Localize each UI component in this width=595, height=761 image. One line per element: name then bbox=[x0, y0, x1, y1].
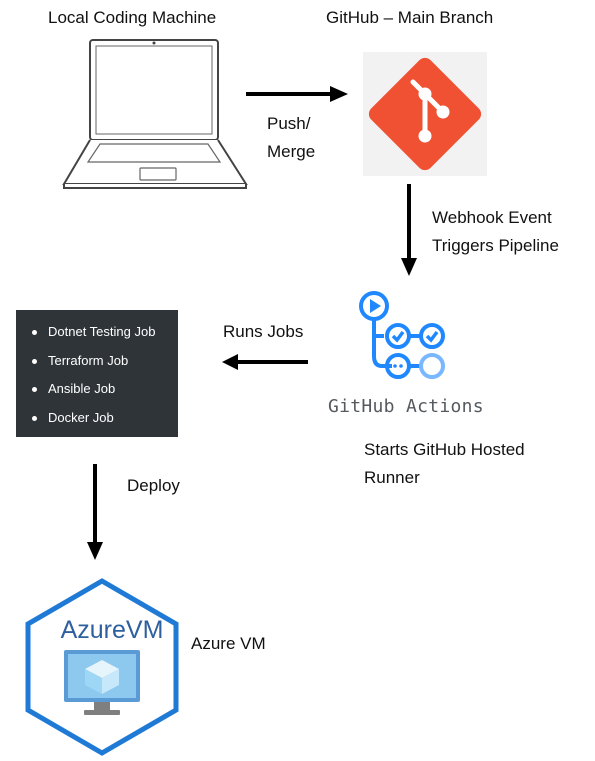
azure-vm-logo-text: AzureVM bbox=[60, 616, 164, 644]
webhook-label-line2: Triggers Pipeline bbox=[432, 236, 559, 255]
jobs-panel: Dotnet Testing Job Terraform Job Ansible… bbox=[16, 310, 178, 437]
job-item-dotnet: Dotnet Testing Job bbox=[16, 318, 178, 347]
job-item-docker: Docker Job bbox=[16, 404, 178, 433]
azure-vm-label: Azure VM bbox=[191, 634, 266, 653]
merge-label: Merge bbox=[267, 142, 316, 161]
local-machine-label: Local Coding Machine bbox=[48, 8, 217, 27]
deploy-arrow bbox=[87, 464, 103, 560]
job-item-ansible: Ansible Job bbox=[16, 375, 178, 404]
webhook-label-line1: Webhook Event bbox=[432, 208, 552, 227]
job-item-terraform: Terraform Job bbox=[16, 347, 178, 376]
runs-jobs-arrow bbox=[222, 354, 308, 370]
laptop-icon bbox=[62, 39, 248, 189]
git-logo-icon bbox=[363, 52, 487, 176]
runner-caption-line1: Starts GitHub Hosted bbox=[364, 440, 525, 459]
webhook-arrow bbox=[401, 184, 417, 276]
azure-vm-badge-icon bbox=[25, 578, 179, 756]
github-actions-logo-text: GitHub Actions bbox=[328, 396, 484, 417]
runs-jobs-label: Runs Jobs bbox=[223, 322, 304, 341]
runner-caption-line2: Runner bbox=[364, 468, 420, 487]
github-branch-label: GitHub – Main Branch bbox=[326, 8, 494, 27]
deploy-label: Deploy bbox=[127, 476, 180, 495]
push-label: Push/ bbox=[267, 114, 311, 133]
push-arrow bbox=[246, 86, 348, 102]
github-actions-icon bbox=[359, 291, 445, 379]
